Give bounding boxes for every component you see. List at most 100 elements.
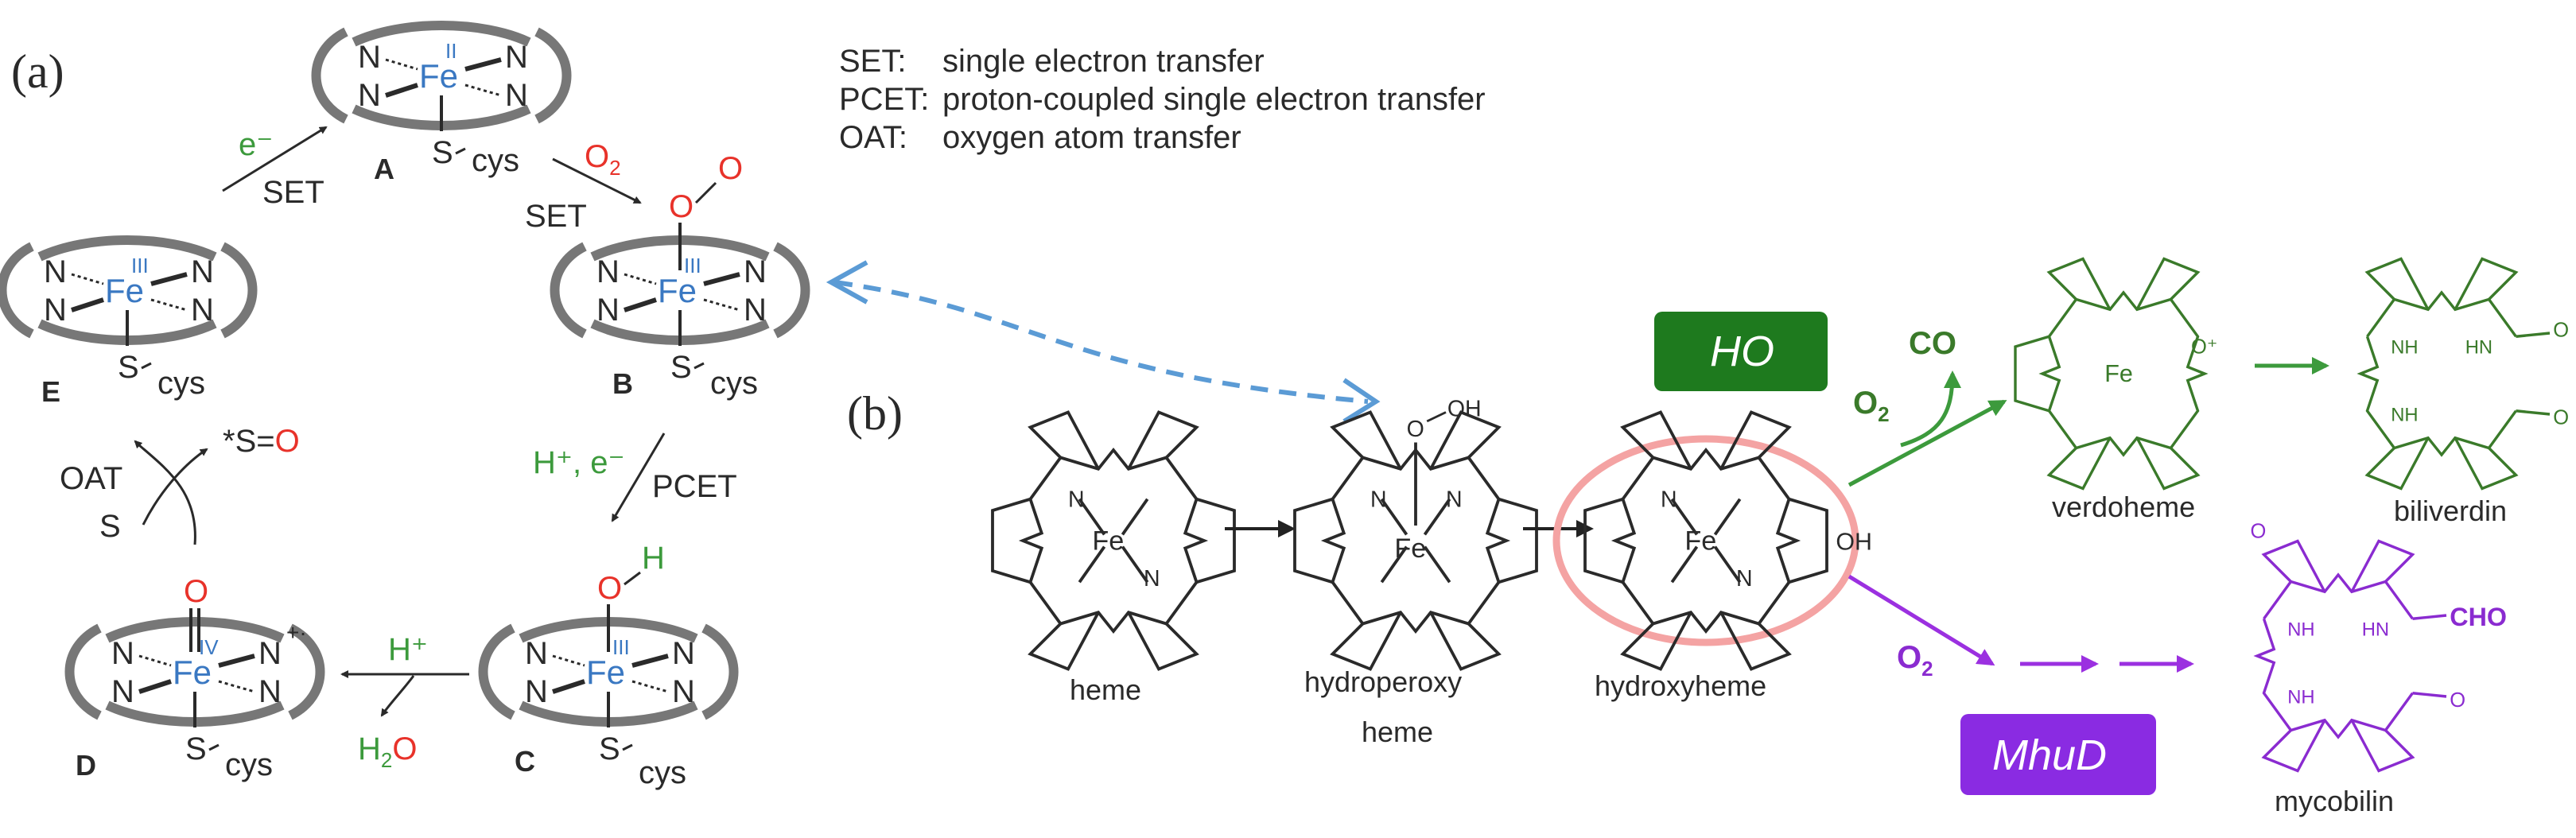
connector-arrowhead-right (1342, 378, 1381, 424)
species-b: N N N N Fe III O O S cys B (550, 151, 810, 401)
species-c: N N N N Fe III O H S cys C (478, 541, 739, 790)
mycobilin-o-top: O (2251, 520, 2267, 542)
legend-set-text: single electron transfer (942, 44, 1265, 79)
molecule-heme: Fe N N (991, 410, 1236, 671)
biliverdin-nh1: NH (2391, 337, 2418, 359)
species-a-ligand-tail: cys (472, 143, 519, 178)
step-c-to-d-proton: H⁺ (388, 632, 428, 667)
species-b-oxstate: III (684, 254, 701, 277)
species-a-metal: Fe (419, 57, 458, 95)
species-a: N N N N Fe II S cys A (311, 21, 572, 185)
species-d-o: O (184, 574, 208, 609)
green-o2: O2 (1853, 386, 1890, 426)
hydroperoxy-n1: N (1370, 487, 1387, 512)
verdoheme-o: O⁺ (2191, 336, 2217, 359)
biliverdin-o2: O (2553, 407, 2569, 429)
species-d-ligand-tail: cys (225, 747, 273, 782)
species-d-n4: N (258, 674, 282, 709)
legend: SET: single electron transfer PCET: prot… (839, 44, 1486, 155)
biliverdin-o1: O (2553, 319, 2569, 341)
molecule-hydroperoxy-heme: O OH Fe N N (1293, 396, 1538, 671)
species-d-n2: N (258, 636, 282, 671)
arrow-to-mycobilin-1 (1847, 574, 1995, 666)
mycobilin-hn: HN (2362, 619, 2389, 641)
species-e-n2: N (191, 254, 214, 289)
species-d-oxstate: IV (199, 635, 219, 659)
species-e-n1: N (44, 254, 67, 289)
connector-dashed-arrow (834, 280, 1369, 404)
step-e-to-a-electron: e⁻ (239, 127, 273, 162)
hydroperoxy-oh: OH (1447, 396, 1482, 421)
species-e-ligand-tail: cys (157, 366, 205, 401)
panel-b-label: (b) (847, 387, 903, 440)
molecule-hydroxyheme: Fe N N OH (1583, 410, 1872, 671)
species-b-n3: N (596, 293, 620, 328)
hydroxyheme-n1: N (1661, 487, 1677, 512)
label-hydroperoxy-line2: heme (1362, 716, 1433, 748)
step-d-to-e: OAT S *S=O (60, 424, 300, 545)
species-e-metal: Fe (105, 272, 144, 309)
species-c-ligand-tail: cys (639, 755, 686, 790)
species-b-label: B (612, 367, 633, 400)
step-c-to-d: H⁺ H2O (340, 632, 469, 772)
species-b-n4: N (744, 293, 767, 328)
hydroperoxy-o: O (1407, 417, 1424, 442)
connector-arrowhead-left (826, 260, 868, 305)
verdoheme-fe: Fe (2104, 360, 2133, 387)
green-co: CO (1909, 326, 1956, 361)
label-biliverdin: biliverdin (2394, 495, 2507, 527)
step-a-to-b-set: SET (525, 199, 587, 234)
arrow-to-verdoheme (1847, 399, 2007, 487)
step-e-to-a-set: SET (262, 175, 324, 210)
mycobilin-nh2: NH (2287, 687, 2314, 708)
legend-oat-abbr: OAT: (839, 120, 907, 155)
biliverdin-hn: HN (2465, 337, 2492, 359)
panel-a-label: (a) (11, 45, 64, 98)
species-b-ligand: S (670, 350, 692, 385)
molecule-biliverdin: NH HN NH O O (2356, 257, 2569, 491)
species-d-n3: N (111, 674, 134, 709)
species-a-n4: N (505, 78, 528, 113)
label-hydroperoxy-line1: hydroperoxy (1304, 665, 1462, 698)
species-d: N N N N Fe IV +· O S cys D (64, 574, 325, 782)
mycobilin-nh1: NH (2287, 619, 2314, 641)
legend-pcet-text: proton-coupled single electron transfer (942, 82, 1486, 117)
species-b-n1: N (596, 254, 620, 289)
species-c-n3: N (525, 674, 548, 709)
step-b-to-c-pcet: PCET (652, 469, 737, 504)
hydroxyheme-highlight (1552, 435, 1859, 646)
species-d-label: D (76, 749, 96, 782)
mycobilin-o2: O (2450, 689, 2465, 712)
label-verdoheme: verdoheme (2052, 491, 2195, 523)
species-d-ligand: S (185, 731, 207, 766)
species-c-ligand: S (599, 731, 620, 766)
species-c-n2: N (672, 636, 695, 671)
step-c-to-d-water: H2O (358, 731, 417, 772)
heme-n1: N (1068, 487, 1085, 512)
step-a-to-b: O2 SET (525, 139, 642, 234)
species-b-o2: O (718, 151, 743, 186)
species-a-n3: N (358, 78, 381, 113)
species-b-metal: Fe (658, 272, 697, 309)
legend-set-abbr: SET: (839, 44, 906, 79)
biliverdin-nh2: NH (2391, 405, 2418, 426)
species-c-n4: N (672, 674, 695, 709)
enzyme-ho-box (1654, 312, 1828, 391)
step-d-to-e-product: *S=O (223, 424, 300, 459)
species-b-o1: O (669, 189, 694, 224)
mycobilin-cho: CHO (2450, 603, 2507, 631)
species-d-radical: +· (286, 620, 307, 645)
species-c-oxstate: III (612, 635, 630, 659)
hydroxyheme-oh: OH (1836, 528, 1872, 555)
step-b-to-c-reagents: H⁺, e⁻ (533, 445, 625, 480)
molecule-verdoheme: Fe O⁺ (2014, 257, 2217, 491)
species-a-ligand: S (432, 135, 453, 170)
species-e: N N N N Fe III S cys E (0, 235, 258, 408)
enzyme-mhud-label: MhuD (1992, 731, 2107, 779)
purple-o2: O2 (1897, 640, 1933, 681)
species-c-o: O (597, 571, 622, 606)
species-a-n1: N (358, 40, 381, 75)
species-e-label: E (41, 375, 60, 408)
step-d-to-e-substrate: S (99, 509, 121, 544)
